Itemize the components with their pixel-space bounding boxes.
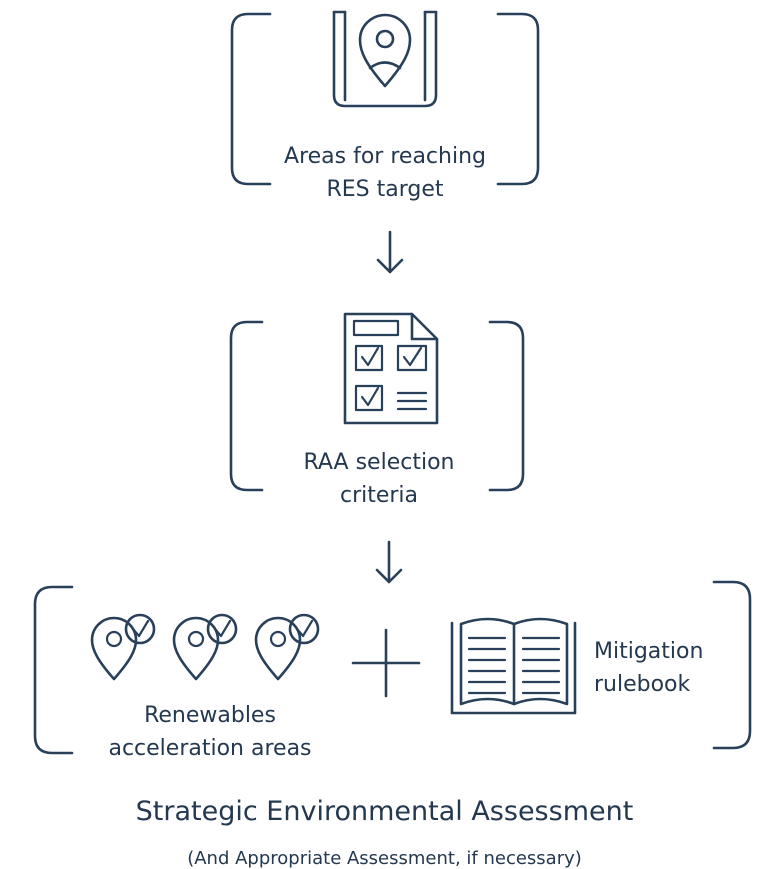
outputs-left-label-line1: Renewables xyxy=(144,703,276,728)
arrow-down-icon xyxy=(376,230,404,274)
outputs-bracket-right xyxy=(712,580,752,750)
step2-label: RAA selection criteria xyxy=(234,446,524,512)
footer-title: Strategic Environmental Assessment xyxy=(135,796,634,827)
location-check-pin-icon xyxy=(254,613,320,681)
map-pin-icon xyxy=(332,10,438,108)
step1-label-line2: RES target xyxy=(326,177,444,202)
step1-label-line1: Areas for reaching xyxy=(284,144,486,169)
outputs-bracket-left xyxy=(33,585,74,755)
outputs-left-label: Renewables acceleration areas xyxy=(60,699,360,765)
footer-subtitle: (And Appropriate Assessment, if necessar… xyxy=(187,848,582,869)
step2-bracket-left xyxy=(229,320,264,492)
plus-icon xyxy=(351,628,421,698)
step2-label-line1: RAA selection xyxy=(303,450,455,475)
location-check-pin-icon xyxy=(172,613,238,681)
location-check-pin-icon xyxy=(90,613,156,681)
step1-bracket-right xyxy=(496,12,540,186)
step1-bracket-left xyxy=(230,12,272,186)
step2-bracket-right xyxy=(488,320,525,492)
step1-label: Areas for reaching RES target xyxy=(235,140,535,206)
step2-label-line2: criteria xyxy=(339,483,419,508)
open-book-icon xyxy=(450,617,577,715)
outputs-right-label-line2: rulebook xyxy=(594,672,691,697)
outputs-right-label: Mitigation rulebook xyxy=(594,635,703,701)
checklist-document-icon xyxy=(343,312,439,425)
arrow-down-icon xyxy=(375,540,403,584)
outputs-right-label-line1: Mitigation xyxy=(594,639,704,664)
outputs-left-label-line2: acceleration areas xyxy=(108,736,312,761)
